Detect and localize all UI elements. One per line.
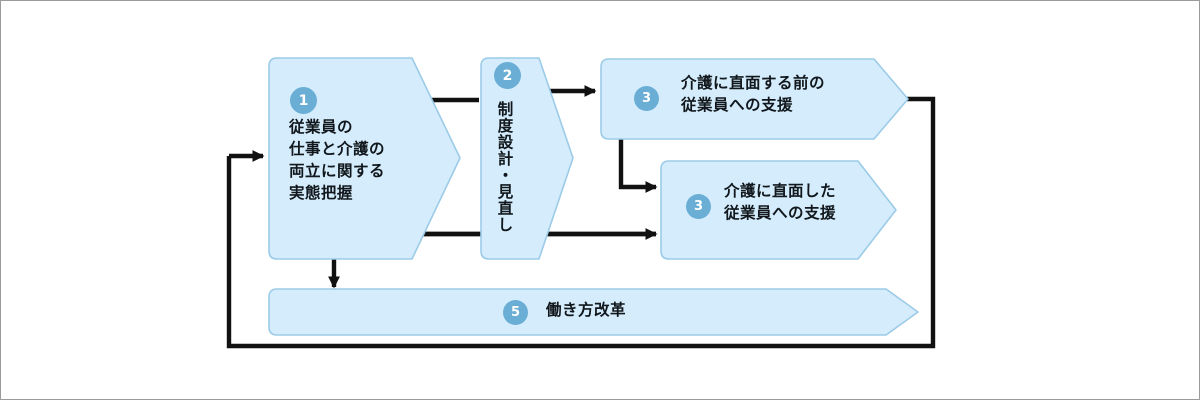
node-badge-system-design: 2 xyxy=(494,62,521,89)
node-label-support-after: 介護に直面した 従業員への支援 xyxy=(724,182,837,222)
node-badge-work-style-reform: 5 xyxy=(503,300,528,325)
connector-feedback-loop xyxy=(226,96,936,349)
node-label-support-before: 介護に直面する前の 従業員への支援 xyxy=(681,74,826,114)
node-support-before[interactable] xyxy=(600,58,909,140)
node-label-system-design: 制度設計・見直し xyxy=(495,101,514,233)
node-label-employee-survey: 従業員の 仕事と介護の 両立に関する 実態把握 xyxy=(289,118,386,202)
node-system-design[interactable] xyxy=(480,57,574,260)
connector-support-before-to-support-after xyxy=(618,134,658,193)
node-employee-survey[interactable] xyxy=(268,57,461,260)
node-work-style-reform[interactable] xyxy=(268,288,919,336)
node-badge-employee-survey: 1 xyxy=(290,87,317,114)
node-badge-support-after: 3 xyxy=(686,194,711,219)
node-badge-support-before: 3 xyxy=(634,86,659,111)
node-support-after[interactable] xyxy=(660,160,897,260)
node-label-work-style-reform: 働き方改革 xyxy=(546,301,627,319)
